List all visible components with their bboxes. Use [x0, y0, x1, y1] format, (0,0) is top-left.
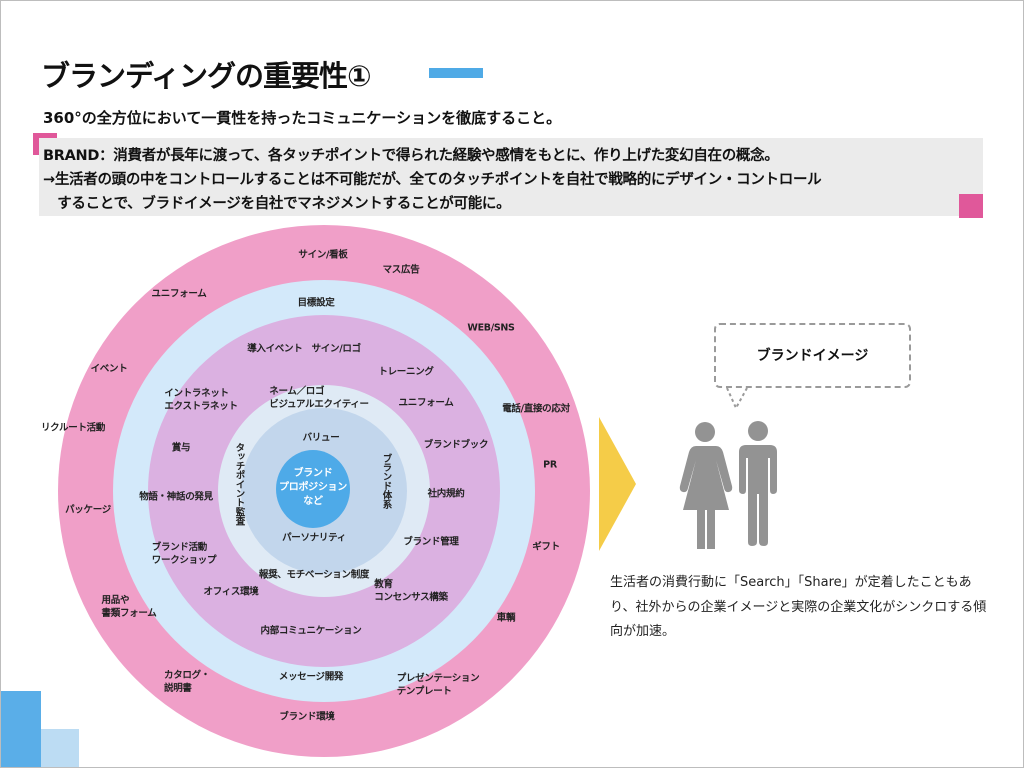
page-title: ブランディングの重要性① — [41, 59, 372, 93]
diagram-label: WEB/SNS — [467, 322, 515, 334]
diagram-label: 物語・神話の発見 — [139, 491, 213, 503]
diagram-label: ユニフォーム — [398, 397, 454, 409]
diagram-label: サイン/看板 — [298, 249, 348, 261]
diagram-label: ブランド活動 ワークショップ — [151, 542, 217, 566]
brand-definition-line: BRAND：消費者が長年に渡って、各タッチポイントで得られた経験や感情をもとに、… — [43, 148, 779, 164]
diagram-label: ブランド環境 — [279, 711, 335, 723]
corner-mark — [33, 133, 57, 138]
bubble-text: ブランドイメージ — [756, 348, 869, 364]
subtitle: 360°の全方位において一貫性を持ったコミュニケーションを徹底すること。 — [43, 109, 562, 127]
diagram-label: オフィス環境 — [203, 586, 259, 598]
center-circle — [276, 450, 350, 528]
decorative-square — [41, 729, 79, 767]
diagram-label: イベント — [90, 363, 128, 375]
diagram-label: パーソナリティ — [282, 532, 346, 544]
diagram-label: ギフト — [532, 541, 560, 553]
diagram-label: プレゼンテーション テンプレート — [396, 673, 480, 697]
corner-mark — [959, 194, 983, 218]
diagram-label: ネーム／ロゴ ビジュアルエクイティー — [269, 386, 369, 410]
diagram-label: マス広告 — [382, 264, 420, 276]
speech-bubble: ブランドイメージ — [714, 323, 911, 388]
corner-mark — [33, 133, 39, 155]
diagram-label: 用品や 書類フォーム — [101, 595, 157, 619]
diagram-label: 内部コミュニケーション — [260, 625, 362, 637]
diagram-label: リクルート活動 — [40, 422, 106, 434]
diagram-label: 報奨、モチベーション制度 — [258, 569, 370, 581]
diagram-label: 教育 コンセンサス構築 — [374, 579, 448, 603]
diagram-label: ブランド管理 — [403, 536, 459, 548]
diagram-label: ブランドブック — [423, 439, 489, 451]
diagram-label: 目標設定 — [297, 297, 335, 309]
title-accent-bar — [429, 68, 483, 78]
diagram-label: トレーニング — [378, 366, 434, 378]
diagram-label: ブランド体系 — [380, 453, 392, 509]
diagram-label: イントラネット エクストラネット — [164, 388, 238, 412]
diagram-label: メッセージ開発 — [278, 671, 344, 683]
description-text: 生活者の消費行動に「Search」「Share」が定着したこともあり、社外からの… — [610, 575, 987, 639]
brand-definition-line: →生活者の頭の中をコントロールすることは不可能だが、全てのタッチポイントを自社で… — [43, 172, 822, 188]
diagram-label: 車輌 — [496, 612, 516, 624]
diagram-label: カタログ・ 説明書 — [163, 670, 211, 694]
diagram-label: タッチポイント監査 — [233, 442, 245, 526]
center-label: ブランド プロポジション など — [279, 468, 347, 507]
diagram-label: 賞与 — [171, 442, 191, 454]
diagram-label: 電話/直接の応対 — [502, 403, 570, 415]
diagram-label: パッケージ — [65, 504, 111, 516]
diagram-label: 導入イベント サイン/ロゴ — [247, 343, 361, 355]
brand-definition-line: することで、ブラドイメージを自社でマネジメントすることが可能に。 — [43, 196, 511, 212]
speech-bubble-tail — [726, 387, 748, 409]
decorative-square — [1, 691, 41, 767]
brand-definition-box — [39, 138, 983, 216]
people-icon — [679, 421, 777, 549]
diagram-label: 社内規約 — [427, 488, 465, 500]
arrow-right-icon — [599, 417, 636, 551]
diagram-label: PR — [543, 459, 557, 471]
diagram-label: ユニフォーム — [151, 288, 207, 300]
diagram-label: バリュー — [302, 432, 340, 444]
